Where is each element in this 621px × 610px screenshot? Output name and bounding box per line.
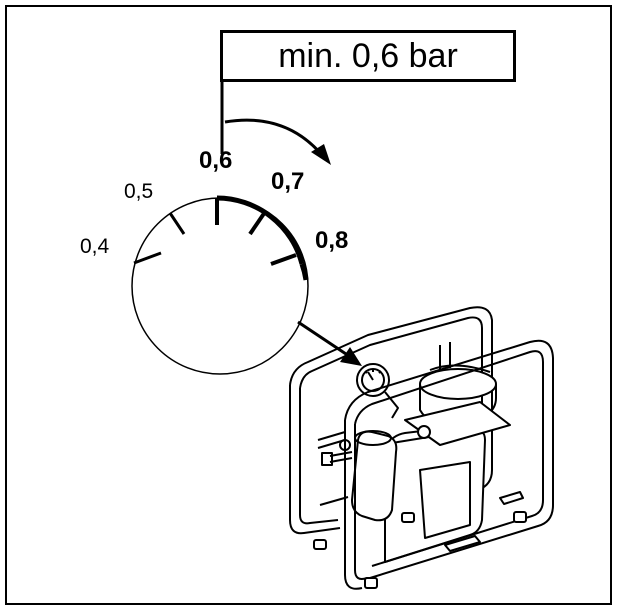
highlight-arc	[216, 195, 305, 265]
rotation-arrow	[224, 118, 331, 165]
tick-mark-0-4	[133, 251, 162, 265]
tick-label-0-7: 0,7	[271, 168, 305, 195]
tick-label-0-6: 0,6	[199, 147, 233, 174]
tick-mark-0-5	[168, 212, 186, 235]
callout-text: min. 0,6 bar	[278, 36, 458, 75]
pointer-arrow	[297, 320, 362, 366]
tick-mark-0-8	[270, 253, 297, 266]
tick-label-0-8: 0,8	[315, 227, 349, 254]
figure-frame	[5, 5, 612, 605]
tick-label-0-5: 0,5	[124, 180, 154, 203]
minimum-pressure-callout: min. 0,6 bar	[220, 30, 516, 82]
pressure-dial	[131, 195, 309, 375]
tick-label-0-4: 0,4	[80, 235, 110, 258]
tick-mark-0-7	[248, 210, 267, 236]
air-compressor-icon	[289, 306, 554, 590]
